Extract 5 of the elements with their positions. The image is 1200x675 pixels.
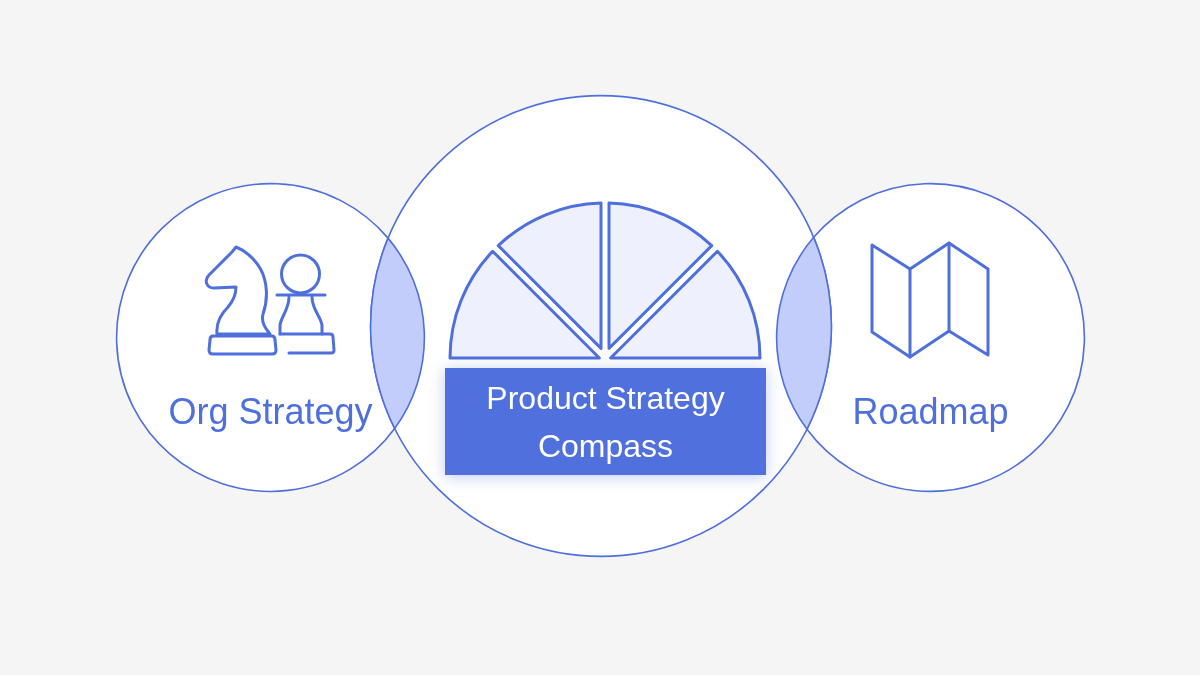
venn-circle — [115, 182, 396, 493]
label-banner: Product Strategy Compass — [445, 368, 766, 475]
circle-title: Roadmap — [852, 392, 1009, 432]
venn-circle — [806, 182, 1086, 493]
circle-title: Org Strategy — [168, 392, 373, 432]
